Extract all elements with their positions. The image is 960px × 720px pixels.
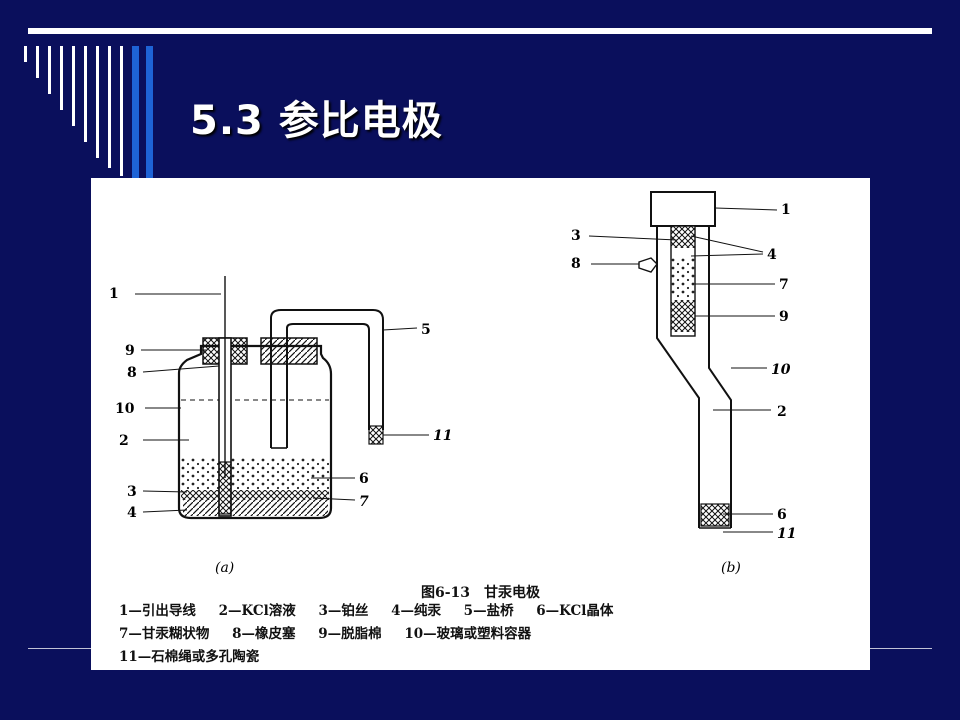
figure-legend: 1—引出导线 2—KCl溶液 3—铂丝 4—纯汞 5—盐桥 6—KCl晶体 7—…	[119, 600, 864, 669]
callout-b-2: 2	[777, 404, 787, 420]
callout-b-10: 10	[771, 362, 791, 378]
legend-item: 10—玻璃或塑料容器	[404, 626, 532, 642]
legend-row-2: 7—甘汞糊状物 8—橡皮塞 9—脱脂棉 10—玻璃或塑料容器	[119, 623, 864, 646]
panel-a-label: (a)	[215, 560, 234, 576]
callout-b-4: 4	[767, 247, 777, 263]
callout-b-3: 3	[571, 228, 581, 244]
legend-item: 4—纯汞	[391, 603, 441, 619]
callout-a-2: 2	[119, 433, 129, 449]
legend-item: 9—脱脂棉	[318, 626, 382, 642]
electrode-a: 1 9 8 10 2 3 4 5 11 6 7 (a)	[109, 276, 452, 576]
callout-b-6: 6	[777, 507, 787, 523]
callout-a-4: 4	[127, 505, 137, 521]
callout-b-8: 8	[571, 256, 581, 272]
callout-a-10: 10	[115, 401, 135, 417]
callout-a-5: 5	[421, 322, 431, 338]
legend-item: 2—KCl溶液	[218, 603, 296, 619]
legend-item: 5—盐桥	[463, 603, 514, 619]
calomel-electrode-figure: 1 9 8 10 2 3 4 5 11 6 7 (a)	[91, 178, 870, 670]
callout-b-11: 11	[777, 526, 796, 542]
figure-caption: 图6-13 甘汞电极	[420, 585, 541, 601]
legend-item: 1—引出导线	[119, 603, 196, 619]
electrode-b: 1 3 4 8 7 9 10 2 6 11 (b)	[571, 191, 796, 576]
legend-item: 8—橡皮塞	[232, 626, 296, 642]
callout-a-6: 6	[359, 471, 369, 487]
top-rule	[28, 28, 932, 34]
callout-b-1: 1	[781, 202, 791, 218]
electrode-diagram: 1 9 8 10 2 3 4 5 11 6 7 (a)	[109, 191, 796, 576]
legend-row-3: 11—石棉绳或多孔陶瓷	[119, 646, 864, 669]
panel-b-label: (b)	[721, 560, 741, 576]
callout-a-8: 8	[127, 365, 137, 381]
decorative-stripes	[24, 46, 153, 196]
callout-a-11: 11	[433, 428, 452, 444]
legend-item: 11—石棉绳或多孔陶瓷	[119, 649, 260, 665]
callout-a-3: 3	[127, 484, 137, 500]
legend-item: 6—KCl晶体	[536, 603, 614, 619]
callout-a-9: 9	[125, 343, 135, 359]
slide-title: 5.3 参比电极	[190, 98, 443, 144]
callout-a-1: 1	[109, 286, 119, 302]
callout-b-9: 9	[779, 309, 789, 325]
legend-item: 7—甘汞糊状物	[119, 626, 210, 642]
legend-row-1: 1—引出导线 2—KCl溶液 3—铂丝 4—纯汞 5—盐桥 6—KCl晶体	[119, 600, 864, 623]
callout-a-7: 7	[359, 494, 369, 510]
legend-item: 3—铂丝	[318, 603, 369, 619]
callout-b-7: 7	[779, 277, 789, 293]
